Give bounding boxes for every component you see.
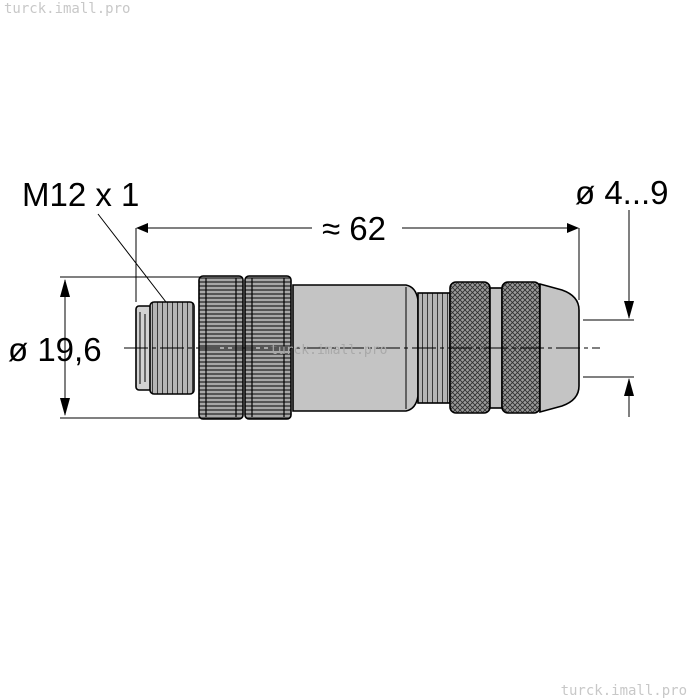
cable-diameter-label: ø 4...9 xyxy=(575,174,669,211)
watermark-center: turck.imall.pro xyxy=(270,343,388,358)
length-arrow-right xyxy=(567,223,579,233)
thread-label: M12 x 1 xyxy=(22,176,139,213)
length-arrow-left xyxy=(136,223,148,233)
dimension-arrows xyxy=(60,223,634,416)
body-arrow-top xyxy=(60,279,70,297)
watermark-bottom: turck.imall.pro xyxy=(560,683,687,699)
cable-arrow-bottom xyxy=(624,378,634,396)
body-diameter-label: ø 19,6 xyxy=(8,331,102,368)
thread-leader-line xyxy=(97,213,177,316)
watermark-top: turck.imall.pro xyxy=(4,1,131,17)
cable-arrow-top xyxy=(624,301,634,319)
body-arrow-bottom xyxy=(60,398,70,416)
length-label: ≈ 62 xyxy=(322,210,386,247)
